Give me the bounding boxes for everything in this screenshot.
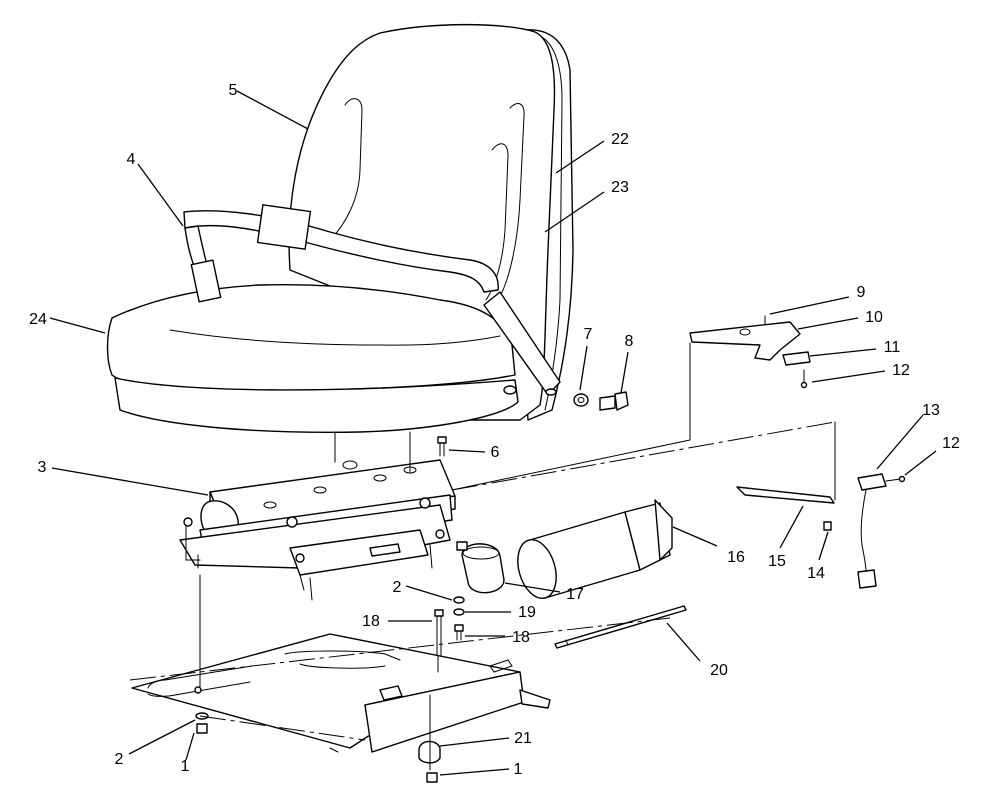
switch-clip [782, 351, 811, 366]
callout-19: 19 [518, 604, 536, 621]
callout-3: 3 [38, 459, 47, 476]
callout-12: 12 [892, 362, 910, 379]
switch-cable [860, 489, 867, 573]
mounting-base [131, 633, 551, 753]
bracket [689, 321, 801, 361]
nut [823, 521, 832, 531]
leader-lines [49, 90, 937, 776]
callout-10: 10 [865, 309, 883, 326]
callout-18: 18 [512, 629, 530, 646]
callout-23: 23 [611, 179, 629, 196]
callout-2: 2 [393, 579, 402, 596]
callout-21: 21 [514, 730, 532, 747]
hose-clamp [461, 543, 505, 594]
callout-20: 20 [710, 662, 728, 679]
switch-connector [857, 569, 877, 589]
seat-assembly [106, 23, 574, 433]
callout-12: 12 [942, 435, 960, 452]
switch-body [857, 473, 887, 491]
seat-switch [857, 473, 906, 589]
callout-1: 1 [514, 761, 523, 778]
callout-6: 6 [491, 444, 500, 461]
switch-plate [736, 486, 835, 531]
callout-17: 17 [566, 586, 584, 603]
callout-1: 1 [181, 758, 190, 775]
callout-14: 14 [807, 565, 825, 582]
rod [554, 605, 687, 649]
nut-lower-right [426, 772, 438, 783]
bolt-6 [437, 436, 447, 457]
callout-24: 24 [29, 311, 47, 328]
callout-5: 5 [229, 82, 238, 99]
seat-belt-buckle-center [256, 204, 312, 250]
nut-lower-left [196, 723, 208, 734]
callout-labels: 5 22 23 4 24 7 8 9 10 11 12 6 3 13 12 16… [29, 82, 960, 778]
seat-belt-strap-right [483, 291, 561, 396]
callout-9: 9 [857, 284, 866, 301]
callout-15: 15 [768, 553, 786, 570]
callout-16: 16 [727, 549, 745, 566]
seat-pan [114, 377, 519, 433]
canister [517, 499, 673, 599]
washer [573, 393, 589, 407]
callout-11: 11 [884, 339, 901, 356]
seat-suspension [179, 459, 456, 601]
switch-bracket [689, 315, 811, 389]
callout-2: 2 [115, 751, 124, 768]
base-plate-lip [519, 689, 551, 709]
callout-8: 8 [625, 333, 634, 350]
bolt [599, 395, 616, 411]
washer-and-bolt [573, 391, 629, 411]
canister-end [517, 539, 557, 599]
callout-22: 22 [611, 131, 629, 148]
seat-belt-buckle-left [190, 259, 222, 303]
callout-13: 13 [922, 402, 940, 419]
rod-shaft [554, 605, 687, 649]
clamp [456, 541, 505, 594]
plate [736, 486, 835, 504]
alignment-lines [129, 342, 836, 771]
center-hardware [434, 596, 465, 657]
callout-18: 18 [362, 613, 380, 630]
callout-7: 7 [584, 326, 593, 343]
callout-4: 4 [127, 151, 136, 168]
